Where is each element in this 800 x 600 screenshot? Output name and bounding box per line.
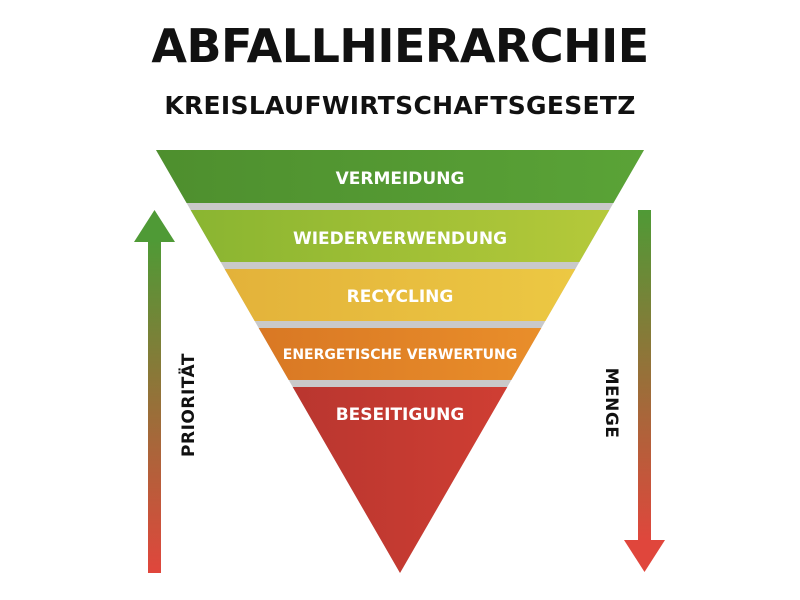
- priority-label: PRIORITÄT: [177, 353, 199, 457]
- tier-recycling-band: [224, 269, 576, 321]
- amount-arrow-shaft: [638, 210, 651, 543]
- page-subtitle: KREISLAUFWIRTSCHAFTSGESETZ: [164, 91, 636, 120]
- page-title: ABFALLHIERARCHIE: [151, 19, 649, 73]
- amount-label: MENGE: [601, 368, 621, 439]
- tier-beseitigung-label: BESEITIGUNG: [336, 405, 465, 425]
- priority-arrow-shaft: [148, 240, 161, 573]
- tier-beseitigung-band: [292, 387, 508, 573]
- priority-arrow: [134, 210, 175, 573]
- tier-energetische-verwertung-label: ENERGETISCHE VERWERTUNG: [283, 347, 517, 363]
- tier-vermeidung-label: VERMEIDUNG: [336, 169, 465, 189]
- tier-wiederverwendung-band: [190, 210, 610, 262]
- tier-energetische-verwertung-band: [258, 328, 542, 380]
- tier-wiederverwendung-label: WIEDERVERWENDUNG: [293, 229, 507, 249]
- tier-recycling-label: RECYCLING: [347, 287, 454, 307]
- inverted-pyramid: VERMEIDUNG WIEDERVERWENDUNG RECYCLING ENERG…: [156, 150, 644, 573]
- tier-vermeidung-band: [156, 150, 644, 203]
- priority-arrow-head: [134, 210, 175, 242]
- amount-arrow-head: [624, 540, 665, 572]
- amount-arrow: [624, 210, 665, 572]
